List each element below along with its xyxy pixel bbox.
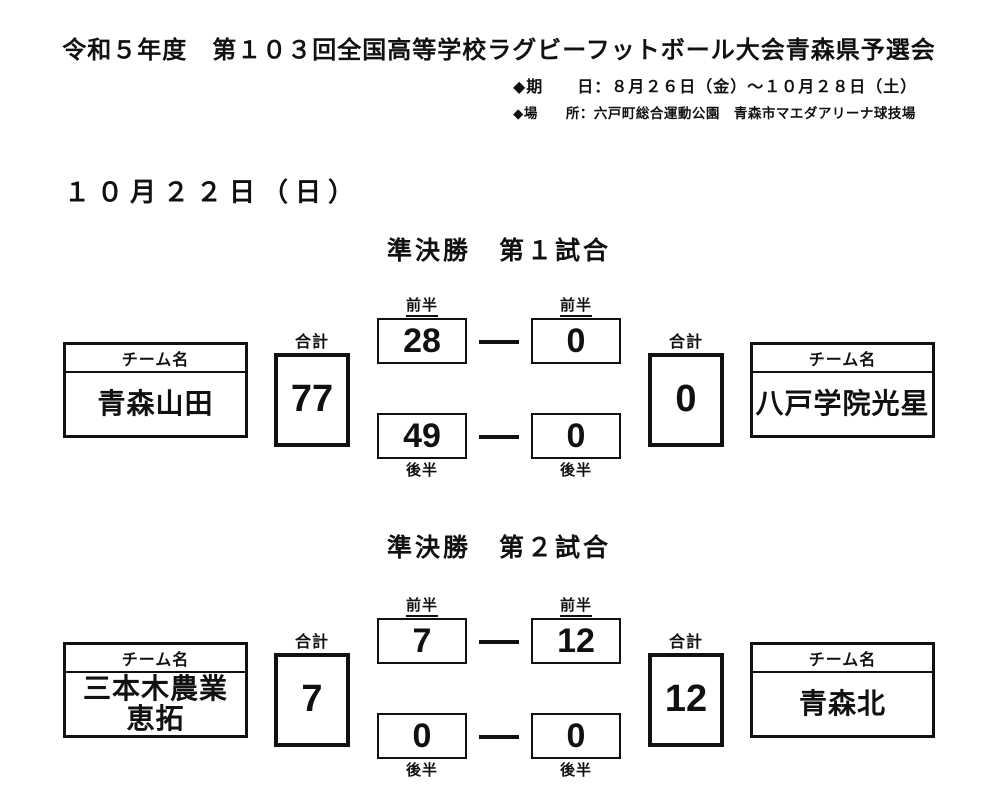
team-name-label: チーム名 [66,645,245,673]
match-2-total-score-right: 12 [648,652,724,747]
match-1-team-box-left: チーム名 青森山田 [63,341,248,438]
dash-cell [479,318,519,365]
dash-cell [479,413,519,460]
match-1-half-col-left: 前半 28 49 後半 [376,297,468,482]
second-half-label: 後半 [405,762,438,779]
match-1-total-left: 合計 77 [274,333,350,447]
match-1-team-name-right: 八戸学院光星 [755,387,930,419]
match-2-team-name-right: 青森北 [798,687,886,719]
dash-cell [479,713,519,760]
match-1-team-name-left: 青森山田 [97,387,214,419]
total-label: 合計 [668,333,703,351]
match-2-total-right: 合計 12 [648,633,724,747]
dash-cell [479,618,519,665]
match-1-second-half-left: 49 [377,413,467,459]
second-half-label: 後半 [405,462,438,479]
total-label: 合計 [294,633,329,651]
match-2-team-name-left: 三本木農業 恵拓 [82,673,228,734]
match-1-first-half-right: 0 [531,318,621,364]
score-dash [479,339,519,344]
match-2-dashes [468,597,530,760]
match-2-first-half-left: 7 [377,618,467,664]
event-info: ◆期 日：８月２６日（金）～１０月２８日（土） ◆場 所：六戸町総合運動公園 青… [513,73,998,122]
match-2-total-score-left: 7 [274,652,350,747]
team-name-label: チーム名 [753,645,932,673]
first-half-label: 前半 [559,297,592,317]
second-half-label: 後半 [559,762,592,779]
match-2-half-col-left: 前半 7 0 後半 [376,597,468,782]
match-2-first-half-right: 12 [531,618,621,664]
match-1-half-scores: 前半 28 49 後半 前半 0 0 後半 [376,297,622,482]
match-2-half-col-right: 前半 12 0 後半 [530,597,622,782]
match-1-total-score-left: 77 [274,352,350,447]
match-2-title: 準決勝 第２試合 [386,534,611,562]
match-1-dashes [468,297,530,460]
second-half-label: 後半 [559,462,592,479]
first-half-label: 前半 [559,597,592,617]
match-2-team-box-right: チーム名 青森北 [750,641,935,738]
match-1-team-box-right: チーム名 八戸学院光星 [750,341,935,438]
match-2-second-half-right: 0 [531,713,621,759]
score-dash [479,639,519,644]
first-half-label: 前半 [405,297,438,317]
match-1-title: 準決勝 第１試合 [386,237,611,265]
match-1-first-half-left: 28 [377,318,467,364]
first-half-label: 前半 [405,597,438,617]
match-2-half-scores: 前半 7 0 後半 前半 12 0 後半 [376,597,622,782]
total-label: 合計 [294,333,329,351]
match-2-team-box-left: チーム名 三本木農業 恵拓 [63,641,248,738]
match-2-total-left: 合計 7 [274,633,350,747]
match-date-heading: １０月２２日（日） [64,177,362,207]
match-1-section: 準決勝 第１試合 チーム名 青森山田 合計 77 前半 28 49 後半 [0,231,998,482]
match-2-section: 準決勝 第２試合 チーム名 三本木農業 恵拓 合計 7 前半 7 0 後半 [0,528,998,782]
match-1-half-col-right: 前半 0 0 後半 [530,297,622,482]
match-1-second-half-right: 0 [531,413,621,459]
score-dash [479,734,519,739]
match-1-total-right: 合計 0 [648,333,724,447]
total-label: 合計 [668,633,703,651]
team-name-label: チーム名 [66,345,245,373]
event-venue: ◆場 所：六戸町総合運動公園 青森市マエダアリーナ球技場 [513,106,916,121]
page-title: 令和５年度 第１０３回全国高等学校ラグビーフットボール大会青森県予選会 [62,37,936,64]
match-1-scoreboard: チーム名 青森山田 合計 77 前半 28 49 後半 [0,297,998,482]
match-2-scoreboard: チーム名 三本木農業 恵拓 合計 7 前半 7 0 後半 [0,597,998,782]
score-dash [479,434,519,439]
event-period: ◆期 日：８月２６日（金）～１０月２８日（土） [513,79,918,96]
team-name-label: チーム名 [753,345,932,373]
match-1-total-score-right: 0 [648,352,724,447]
match-2-second-half-left: 0 [377,713,467,759]
